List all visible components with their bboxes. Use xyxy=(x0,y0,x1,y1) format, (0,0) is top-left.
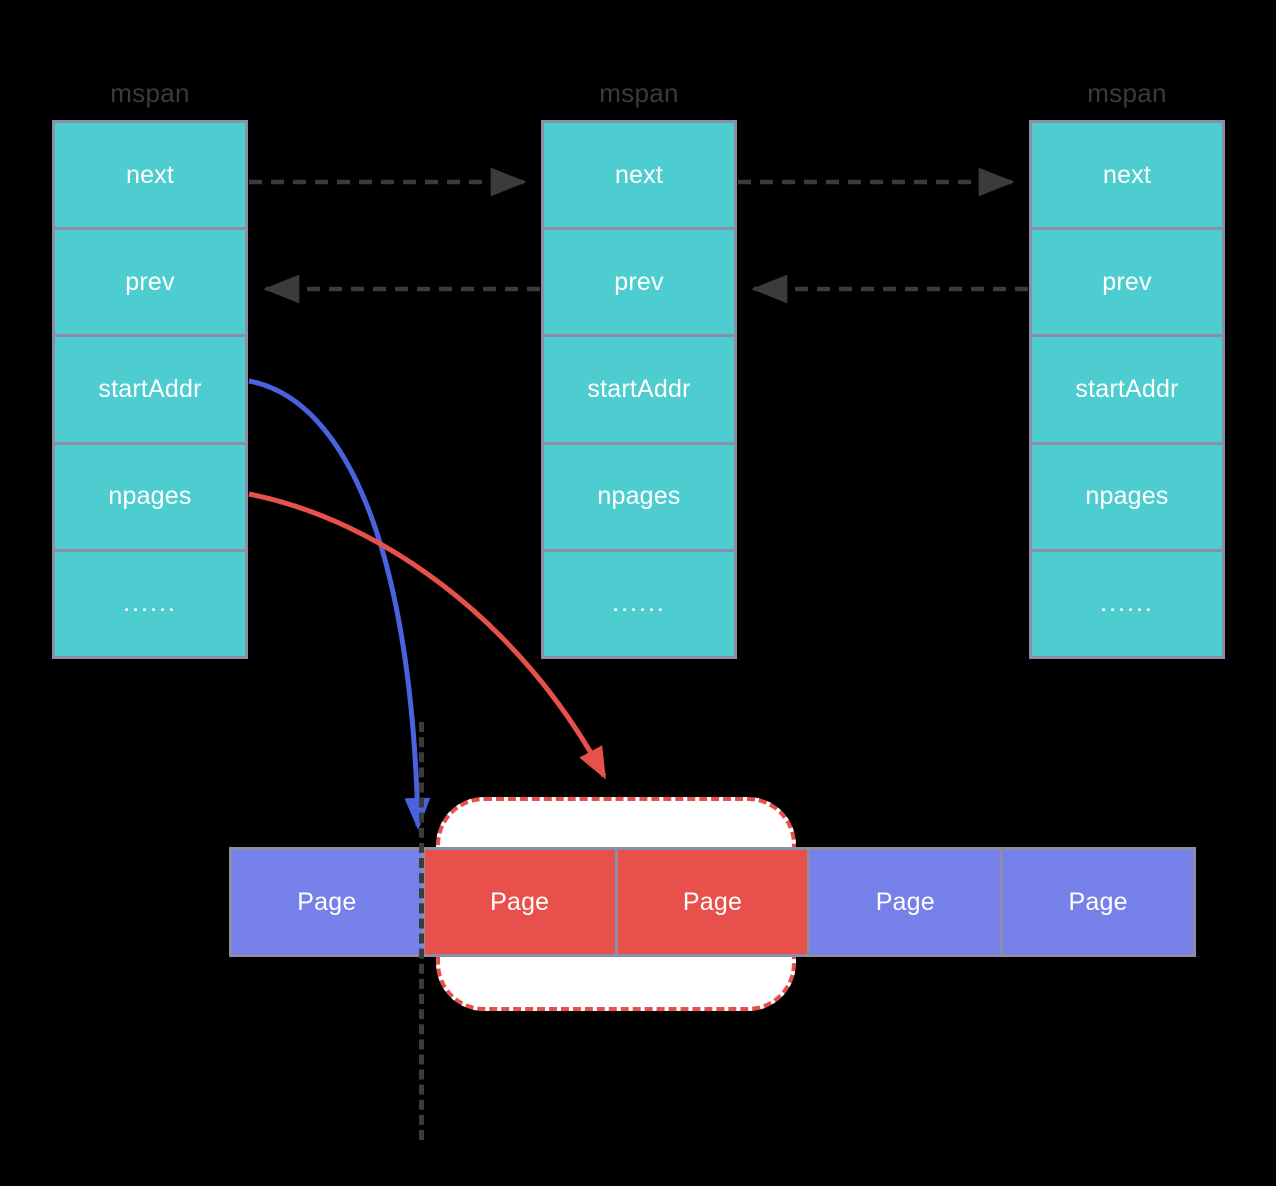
mspan-field-ellipsis: ...... xyxy=(123,589,177,618)
mspan-box-2: next prev startAddr npages ...... xyxy=(541,120,737,659)
mspan-field-prev: prev xyxy=(544,230,734,338)
mspan-field-next: next xyxy=(544,123,734,231)
page-cell-4[interactable]: Page xyxy=(810,850,1004,954)
mspan-field-prev: prev xyxy=(55,230,245,338)
mspan-field-next: next xyxy=(55,123,245,231)
page-cell-5[interactable]: Page xyxy=(1003,850,1193,954)
mspan-title-2: mspan xyxy=(599,78,679,108)
mspan-node-1: mspan next prev startAddr npages ...... xyxy=(52,78,248,659)
page-cell-3[interactable]: Page xyxy=(617,850,811,954)
mspan-node-3: mspan next prev startAddr npages ...... xyxy=(1029,78,1225,659)
mspan-box-3: next prev startAddr npages ...... xyxy=(1029,120,1225,659)
startaddr-pointer-arrow xyxy=(248,378,431,830)
mspan-field-next: next xyxy=(1032,123,1222,231)
startaddr-boundary-line xyxy=(419,722,424,1140)
mspan-field-npages: npages xyxy=(1032,445,1222,552)
mspan-field-npages: npages xyxy=(544,445,734,552)
page-strip: Page Page Page Page Page xyxy=(229,847,1196,957)
page-cell-1[interactable]: Page xyxy=(232,850,425,954)
mspan-title-3: mspan xyxy=(1087,78,1167,108)
page-cell-2[interactable]: Page xyxy=(424,850,618,954)
mspan-node-2: mspan next prev startAddr npages ...... xyxy=(541,78,737,659)
mspan-field-startaddr: startAddr xyxy=(544,337,734,445)
mspan-field-startaddr: startAddr xyxy=(1032,337,1222,445)
mspan-box-1: next prev startAddr npages ...... xyxy=(52,120,248,659)
mspan-field-prev: prev xyxy=(1032,230,1222,338)
mspan-title-1: mspan xyxy=(110,78,190,108)
mspan-field-ellipsis: ...... xyxy=(1100,589,1154,618)
mspan-field-npages: npages xyxy=(55,445,245,552)
mspan-field-ellipsis: ...... xyxy=(612,589,666,618)
mspan-field-startaddr: startAddr xyxy=(55,337,245,445)
